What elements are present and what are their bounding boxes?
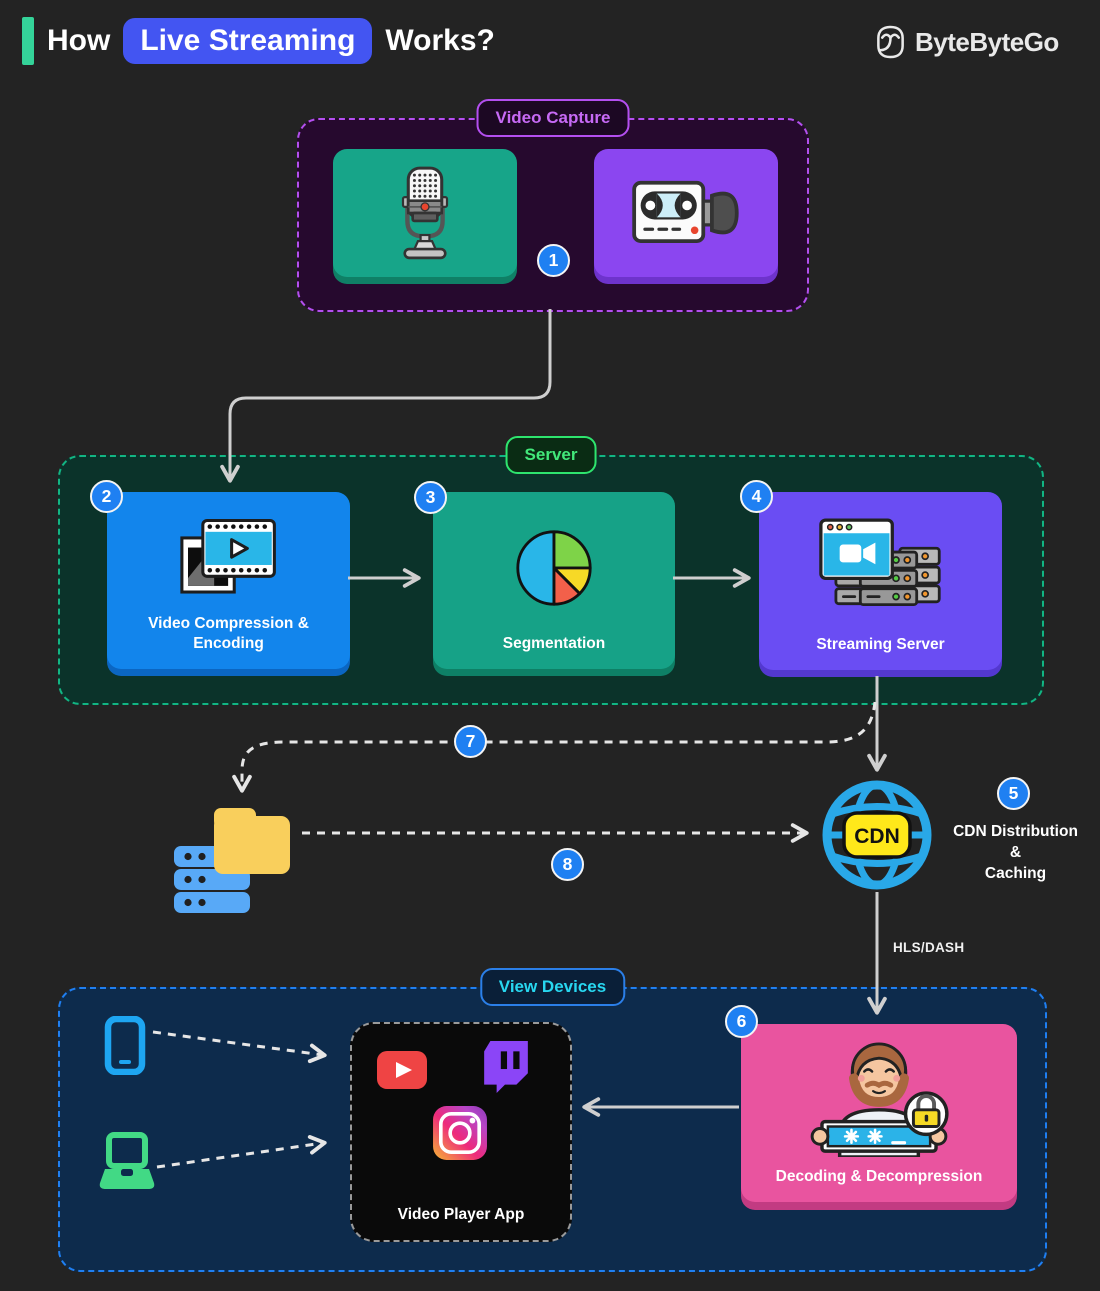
wire-streaming-to-storage	[232, 701, 877, 793]
bytebytego-logo-icon	[877, 25, 904, 59]
decoder-person-icon	[810, 1042, 949, 1158]
pie-chart-icon	[516, 530, 592, 606]
cdn-globe-label: CDN	[854, 825, 900, 848]
title-prefix: How	[47, 24, 111, 57]
video-camera-tile	[594, 149, 778, 277]
video-player-app-box: Video Player App	[350, 1022, 572, 1242]
folder-icon	[214, 808, 290, 874]
brand-name: ByteByteGo	[915, 26, 1059, 57]
node-decoding: Decoding & Decompression	[741, 1024, 1017, 1202]
step-badge-8: 8	[551, 848, 584, 881]
cdn-caption-line: Caching	[984, 865, 1047, 882]
step-badge-4: 4	[740, 480, 773, 513]
step-badge-2: 2	[90, 480, 123, 513]
node-streaming-server: Streaming Server	[759, 492, 1002, 670]
cdn-caption-line: &	[1009, 844, 1022, 861]
protocol-label: HLS/DASH	[893, 940, 965, 955]
film-strip-icon	[179, 518, 276, 594]
title-highlight: Live Streaming	[123, 18, 373, 64]
accent-bar	[22, 17, 34, 65]
node-label: Decoding & Decompression	[775, 1167, 983, 1185]
microphone-tile	[333, 149, 517, 277]
laptop-icon	[99, 1132, 155, 1189]
youtube-icon	[377, 1051, 427, 1089]
step-badge-1: 1	[537, 244, 570, 277]
server-rack-icon	[818, 518, 941, 607]
cdn-globe-icon: CDN	[822, 780, 932, 890]
microphone-icon	[401, 166, 449, 260]
section-label-view-devices: View Devices	[479, 968, 626, 1006]
storage-folder-icon	[174, 808, 290, 913]
section-view-devices: View Devices	[58, 968, 1047, 1272]
step-badge-6: 6	[725, 1005, 758, 1038]
twitch-icon	[484, 1040, 528, 1093]
step-badge-3: 3	[414, 481, 447, 514]
title-suffix: Works?	[385, 24, 495, 57]
node-segmentation: Segmentation	[433, 492, 675, 669]
instagram-icon	[433, 1106, 487, 1160]
password-glyphs	[843, 1129, 907, 1145]
cdn-caption: CDN Distribution & Caching	[938, 821, 1093, 884]
section-video-capture: Video Capture	[297, 99, 809, 312]
lock-icon	[903, 1091, 949, 1137]
phone-icon	[104, 1016, 146, 1075]
node-video-compression: Video Compression & Encoding	[107, 492, 350, 669]
video-camera-icon	[632, 180, 739, 243]
node-label: Segmentation	[502, 634, 606, 652]
cdn-caption-line: CDN Distribution	[953, 823, 1078, 840]
wire-capture-to-compression	[220, 309, 552, 483]
brand-logo: ByteByteGo	[874, 24, 1059, 60]
node-label: Video Compression & Encoding	[148, 614, 309, 652]
step-badge-5: 5	[997, 777, 1030, 810]
node-label: Streaming Server	[816, 635, 945, 653]
step-badge-7: 7	[454, 725, 487, 758]
section-label-server: Server	[505, 436, 597, 474]
video-player-app-label: Video Player App	[397, 1206, 525, 1223]
page-header: How Live Streaming Works?	[22, 17, 495, 65]
section-server: Server Video Compression & Encoding	[58, 436, 1044, 705]
section-label-video-capture: Video Capture	[476, 99, 630, 137]
